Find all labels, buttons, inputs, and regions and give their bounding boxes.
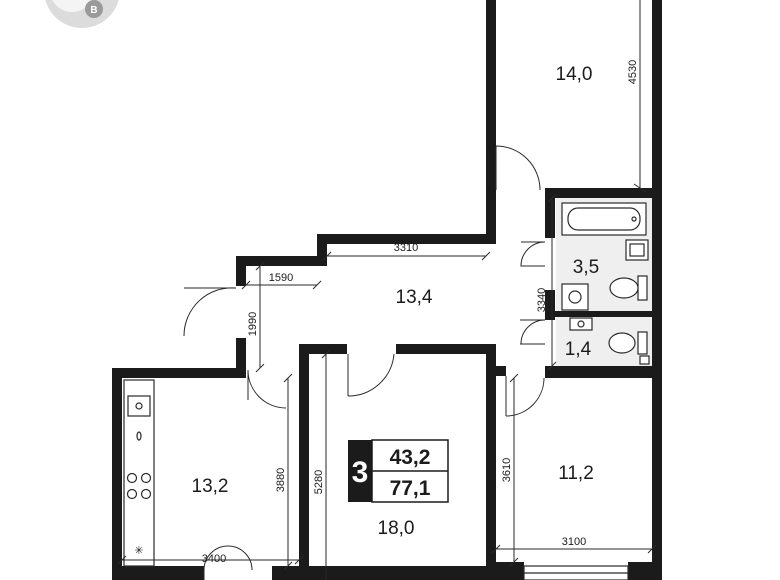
door-balcony (203, 545, 253, 580)
logo-letter: В (90, 5, 97, 16)
area-badge: 3 43,2 77,1 (348, 439, 449, 503)
badge-rooms-count: 3 (352, 456, 369, 489)
window (523, 565, 629, 580)
door-wc (520, 319, 546, 345)
badge-rooms-box (348, 440, 372, 502)
door-bedroom-right (505, 376, 545, 417)
logo-inner-circle (52, 0, 92, 12)
room-area-bedroom-top: 14,0 (556, 64, 593, 85)
door-entrance (183, 287, 237, 337)
door-living (347, 353, 395, 397)
room-area-bathroom: 3,5 (573, 257, 599, 278)
kitchen-vent-icon: ✳ (134, 544, 143, 557)
dim-1590: 1590 (269, 272, 293, 284)
logo-badge-circle (85, 0, 103, 18)
kitchen-stove (126, 472, 152, 500)
dim-4530: 4530 (627, 60, 639, 84)
door-bathroom (520, 241, 546, 267)
room-area-living: 18,0 (378, 518, 415, 539)
room-area-wc: 1,4 (565, 339, 592, 360)
fixtures: ✳ (123, 202, 650, 567)
dim-3610: 3610 (501, 458, 513, 482)
bathroom-toilet-tank (637, 275, 648, 301)
door-kitchen (247, 369, 287, 409)
dim-5280: 5280 (313, 470, 325, 494)
door-bedroom-top (495, 145, 541, 191)
room-area-hallway: 13,4 (396, 287, 433, 308)
dim-3880: 3880 (275, 468, 287, 492)
doors (183, 145, 546, 580)
dimension-lines (117, 0, 657, 580)
room-area-kitchen: 13,2 (192, 476, 229, 497)
dim-3310: 3310 (394, 242, 418, 254)
badge-living-area: 43,2 (390, 446, 431, 469)
room-area-bedroom-right: 11,2 (558, 463, 594, 484)
wc-toilet-tank (637, 331, 648, 355)
walls (112, 0, 662, 580)
dim-3340: 3340 (536, 288, 548, 312)
logo: В (45, 0, 119, 28)
dim-3100: 3100 (562, 536, 586, 548)
dim-3400: 3400 (202, 553, 226, 565)
dim-1990: 1990 (247, 312, 259, 336)
badge-total-area: 77,1 (390, 477, 431, 500)
